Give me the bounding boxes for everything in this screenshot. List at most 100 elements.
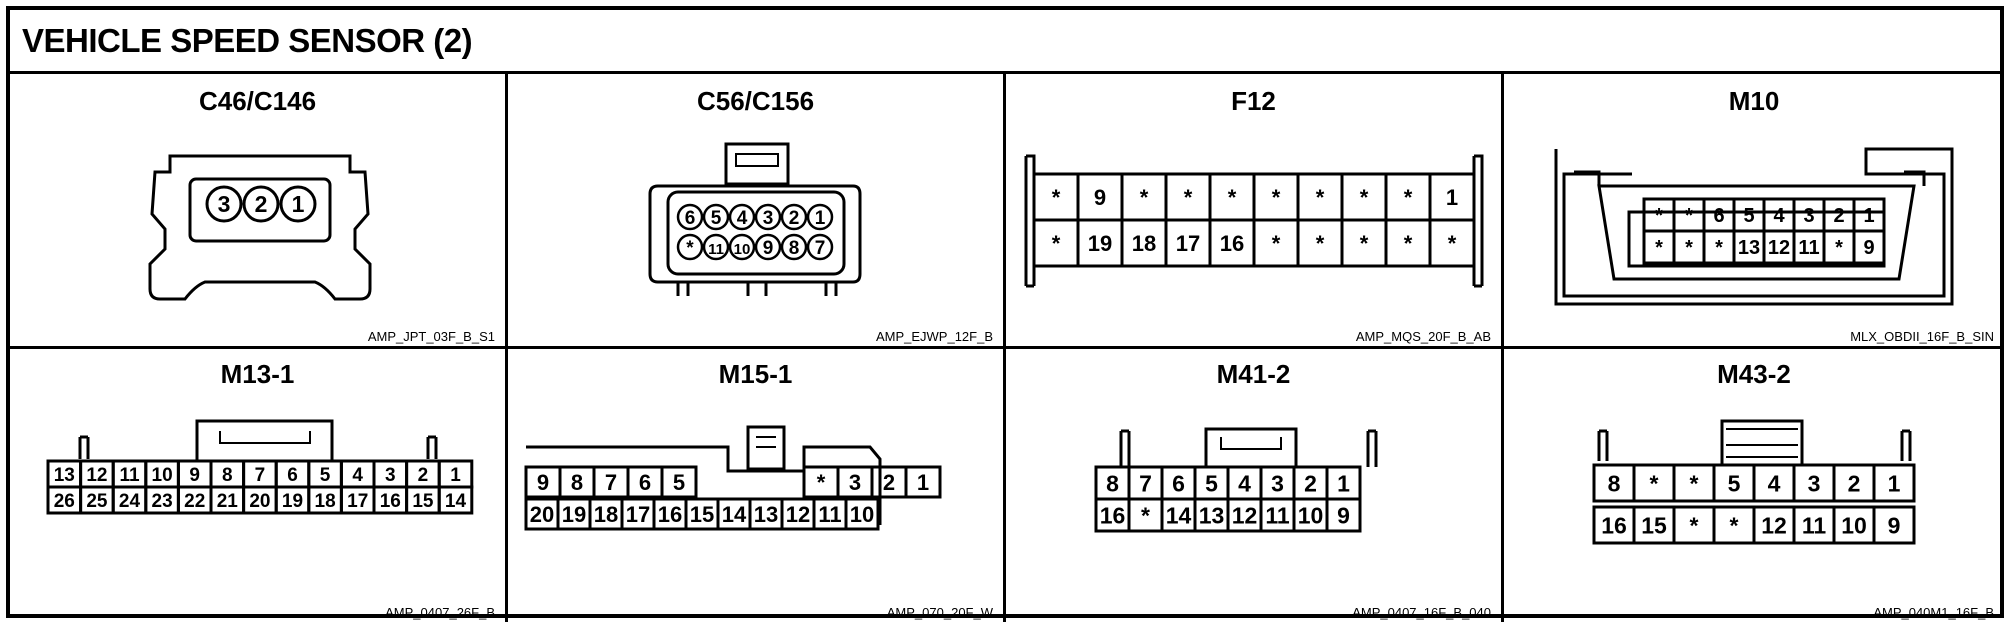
pin-label: 12 (1761, 512, 1787, 538)
pin-label: 5 (1728, 470, 1741, 496)
pin-label: 19 (562, 502, 586, 527)
pin-label: 5 (1205, 470, 1218, 496)
pin-cell (437, 485, 474, 515)
pin-label: * (1052, 231, 1061, 256)
pin-label: 5 (320, 465, 331, 486)
pin-label: 3 (218, 191, 231, 217)
pin-label: 3 (1808, 470, 1821, 496)
pin-label: 1 (1337, 470, 1350, 496)
pin-label: 7 (255, 465, 266, 486)
pin-label: 12 (1768, 237, 1790, 259)
pin-cell (676, 203, 704, 231)
pin-label: 16 (380, 491, 401, 512)
pin-label: * (1715, 237, 1723, 259)
pin-label: * (1052, 185, 1061, 210)
pin-label: 6 (639, 470, 651, 495)
pin-label: * (1140, 185, 1149, 210)
pin-cell (1852, 229, 1886, 265)
pin-label: 25 (86, 491, 108, 512)
pin-label: 17 (626, 502, 650, 527)
pin-cell (780, 233, 808, 261)
pin-label: 8 (789, 238, 800, 259)
pin-label: 14 (722, 502, 747, 527)
pin-label: 7 (605, 470, 617, 495)
pin-label: 2 (418, 465, 429, 486)
connector-name: C56/C156 (696, 86, 815, 116)
pin-label: * (1655, 237, 1663, 259)
pin-cell (754, 233, 782, 261)
pin-label: 6 (1713, 205, 1724, 227)
pin-label: 16 (1601, 512, 1627, 538)
pin-label: 13 (754, 502, 778, 527)
pin-label: 13 (1199, 502, 1225, 528)
pin-label: * (1404, 185, 1413, 210)
pin-cell (728, 203, 756, 231)
pin-label: 19 (1088, 231, 1112, 256)
pin-label: 1 (1863, 205, 1874, 227)
pin-cell (844, 497, 880, 531)
pin-label: 5 (711, 208, 722, 229)
pin-label: 2 (883, 470, 895, 495)
pin-label: 11 (119, 465, 140, 486)
connector-name: M13-1 (220, 359, 295, 389)
pin-label: 10 (1841, 512, 1867, 538)
pin-label: 18 (594, 502, 618, 527)
pin-cell (904, 465, 942, 499)
pin-label: 3 (1271, 470, 1284, 496)
pin-label: 23 (152, 491, 173, 512)
pin-label: 18 (315, 491, 336, 512)
pin-cell (702, 233, 730, 261)
pin-label: 5 (1743, 205, 1754, 227)
pin-label: 9 (189, 465, 200, 486)
pin-label: * (1685, 205, 1693, 227)
pin-label: 4 (1238, 470, 1251, 496)
pin-cell (754, 203, 782, 231)
pin-label: 2 (789, 208, 800, 229)
pin-label: 15 (1641, 512, 1667, 538)
pin-label: 26 (54, 491, 75, 512)
pin-label: 4 (352, 465, 363, 486)
diagram-title: VEHICLE SPEED SENSOR (2) (22, 22, 473, 59)
connector-panel-c46: C46/C146 3 2 1 AMP_JPT_03F_B_S1 (10, 74, 505, 346)
pin-label: 9 (1094, 185, 1106, 210)
pin-label: * (817, 470, 826, 495)
pin-label: 2 (1304, 470, 1317, 496)
pin-label: 20 (249, 491, 270, 512)
pin-label: 8 (1106, 470, 1119, 496)
pin-label: 5 (673, 470, 685, 495)
pin-label: 11 (708, 241, 724, 258)
pin-label: 22 (184, 491, 205, 512)
pin-label: * (1184, 185, 1193, 210)
pin-label: 6 (1172, 470, 1185, 496)
pin-label: 19 (282, 491, 303, 512)
diagram-sheet: VEHICLE SPEED SENSOR (2) C46/C146 3 2 1 … (6, 6, 2004, 622)
pin-label: 1 (815, 208, 826, 229)
pin-label: * (1360, 185, 1369, 210)
pin-cell (806, 233, 834, 261)
pin-label: 6 (287, 465, 298, 486)
pin-label: 8 (571, 470, 583, 495)
pin-label: 11 (1265, 502, 1290, 528)
pin-cell (702, 203, 730, 231)
pin-label: 10 (152, 465, 173, 486)
pin-label: * (686, 238, 694, 259)
pin-label: * (1835, 237, 1843, 259)
pin-label: 10 (734, 241, 751, 258)
pin-cell (1428, 218, 1476, 268)
connector-code: AMP_0407_16F_B_040 (1352, 605, 1491, 620)
pin-label: * (1655, 205, 1663, 227)
connector-name: M10 (1728, 86, 1780, 116)
connector-code: AMP_EJWP_12F_B (875, 329, 993, 344)
pin-label: * (1690, 512, 1699, 538)
pin-label: 16 (658, 502, 682, 527)
pin-label: 11 (1798, 237, 1819, 259)
connector-code: MLX_OBDII_16F_B_SIN (1850, 329, 1994, 344)
pin-label: * (1448, 231, 1457, 256)
pin-cell (806, 203, 834, 231)
